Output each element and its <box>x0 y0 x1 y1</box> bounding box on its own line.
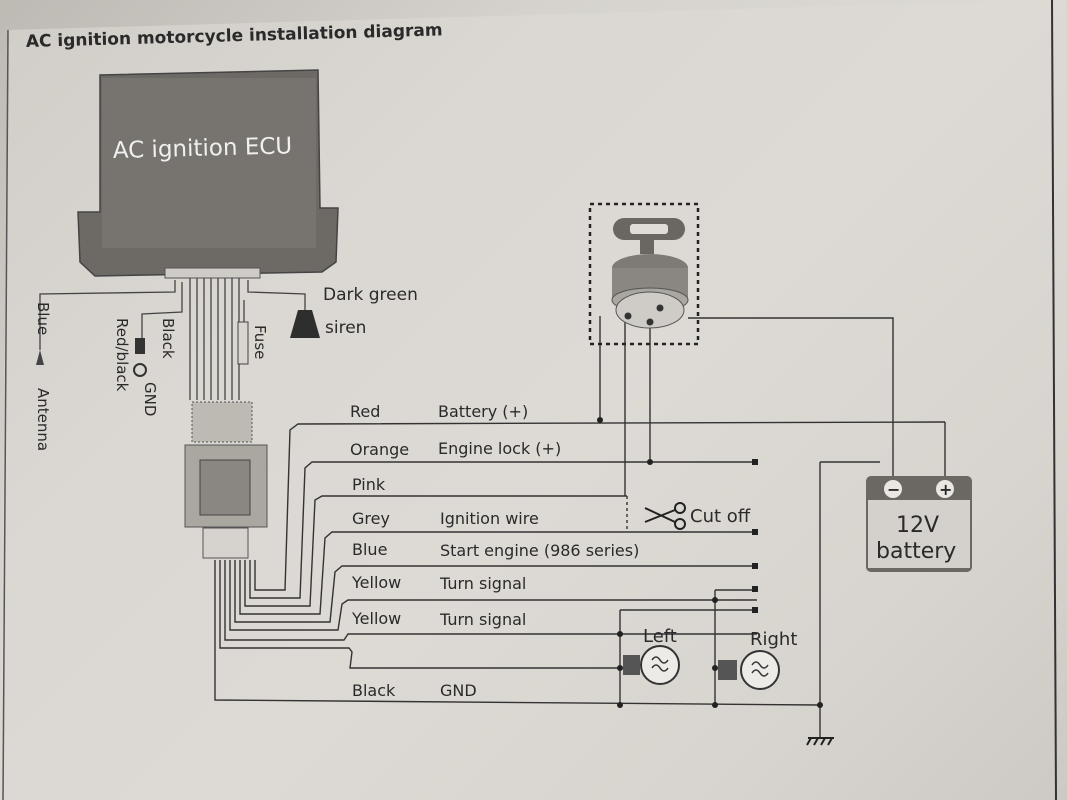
right-lamp-label: Right <box>750 629 797 650</box>
sheet-border <box>1051 0 1057 800</box>
gnd-label: GND <box>141 382 159 416</box>
gnd-terminal <box>135 338 145 354</box>
left-lamp <box>623 645 680 685</box>
wire-2-function: Engine lock (+) <box>438 439 561 458</box>
siren-icon <box>290 310 320 338</box>
gnd-black-label: Black <box>159 318 177 359</box>
gnd-redblack-label: Red/black <box>113 318 131 392</box>
wire-5-function: Start engine (986 series) <box>440 541 639 560</box>
wire-7-color: Yellow <box>351 609 401 628</box>
fuse-label: Fuse <box>251 325 269 359</box>
ecu-unit: AC ignition ECU <box>77 69 339 279</box>
wire-terminals <box>597 417 823 708</box>
antenna-tip <box>36 350 44 365</box>
wire-8-color: Black <box>352 681 396 700</box>
wire-5-color: Blue <box>352 540 387 559</box>
right-lamp <box>718 650 780 690</box>
gnd-ring-icon <box>133 363 147 377</box>
wire-3-color: Pink <box>352 475 386 494</box>
antenna-label: Antenna <box>34 388 52 451</box>
wire-8-function: GND <box>440 681 477 700</box>
wire-6-function: Turn signal <box>439 574 526 593</box>
wire-7-function: Turn signal <box>439 610 526 629</box>
siren-label: siren <box>325 318 366 338</box>
wire-1-color: Red <box>350 402 380 421</box>
wire-2-color: Orange <box>350 440 409 459</box>
fuse-icon <box>237 321 249 365</box>
wire-4-function: Ignition wire <box>440 509 539 528</box>
sheet-border-left <box>2 29 9 800</box>
battery-neg-symbol: − <box>887 480 900 499</box>
wire-1-function: Battery (+) <box>438 402 528 421</box>
siren-color-label: Dark green <box>323 285 418 305</box>
battery: − + 12V battery <box>866 476 972 572</box>
ignition-switch <box>588 202 700 346</box>
battery-label: battery <box>876 539 956 564</box>
ecu-label: AC ignition ECU <box>112 133 292 164</box>
ground-symbol-icon <box>806 737 834 746</box>
wire-harness <box>39 278 306 400</box>
scissors-icon <box>644 502 686 530</box>
cut-off-label: Cut off <box>690 506 751 527</box>
battery-voltage: 12V <box>896 513 939 538</box>
left-lamp-label: Left <box>643 626 677 647</box>
antenna-color-label: Blue <box>34 302 52 335</box>
harness-connector <box>184 401 268 559</box>
wire-6-color: Yellow <box>351 573 401 592</box>
battery-pos-symbol: + <box>939 480 952 499</box>
battery-positive-icon <box>936 480 954 498</box>
wire-lines <box>214 316 946 738</box>
battery-negative-icon <box>884 480 902 498</box>
wire-4-color: Grey <box>352 509 390 528</box>
